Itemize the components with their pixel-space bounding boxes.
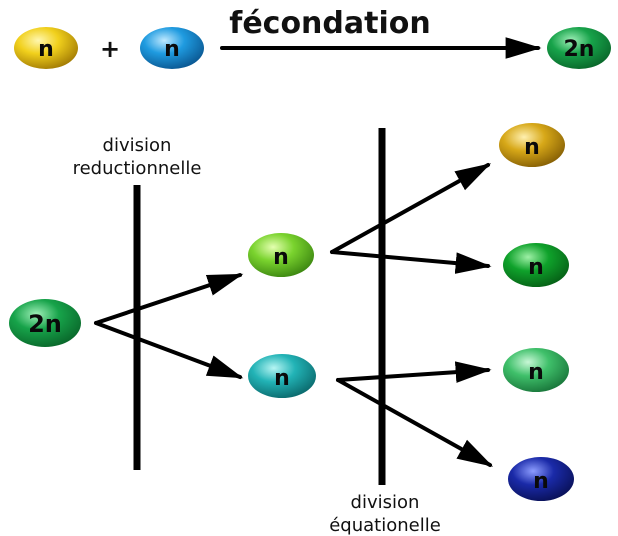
reductional-division-label-line1: division (103, 135, 172, 156)
equational-division-label-line1: division (351, 492, 420, 513)
fertilization-row: n + n fécondation 2n (14, 6, 611, 69)
meiosis-section: division reductionnelle division équatio… (9, 123, 574, 536)
arrow-bottom-to-gamete-3 (338, 370, 488, 380)
gamete-cell-2: n (503, 243, 569, 287)
gamete-cell-4: n (508, 457, 574, 501)
arrow-top-to-gamete-1 (332, 165, 488, 252)
gamete-4-label: n (533, 469, 549, 494)
plus-sign: + (100, 35, 120, 63)
zygote-cell: 2n (547, 27, 611, 69)
gamete-cell-1: n (499, 123, 565, 167)
daughter-bottom-label: n (274, 366, 290, 391)
daughter-top-label: n (273, 245, 289, 270)
mother-cell: 2n (9, 299, 81, 347)
arrow-bottom-to-gamete-4 (338, 380, 490, 465)
gamete-3-label: n (528, 360, 544, 385)
gamete-2-label: n (528, 255, 544, 280)
gamete-a-label: n (38, 37, 54, 62)
daughter-cell-top: n (248, 233, 314, 277)
mother-cell-label: 2n (28, 310, 62, 338)
arrow-mother-to-top (96, 275, 240, 323)
arrow-mother-to-bottom (96, 323, 240, 377)
gamete-a-cell: n (14, 27, 78, 69)
daughter-cell-bottom: n (248, 354, 316, 398)
gamete-cell-3: n (503, 348, 569, 392)
gamete-b-cell: n (140, 27, 204, 69)
gamete-1-label: n (524, 135, 540, 160)
fertilization-label: fécondation (229, 6, 430, 41)
reductional-division-label-line2: reductionnelle (73, 158, 202, 179)
zygote-label: 2n (564, 37, 595, 62)
gamete-b-label: n (164, 37, 180, 62)
equational-division-label-line2: équationelle (329, 515, 441, 536)
arrow-top-to-gamete-2 (332, 252, 488, 266)
